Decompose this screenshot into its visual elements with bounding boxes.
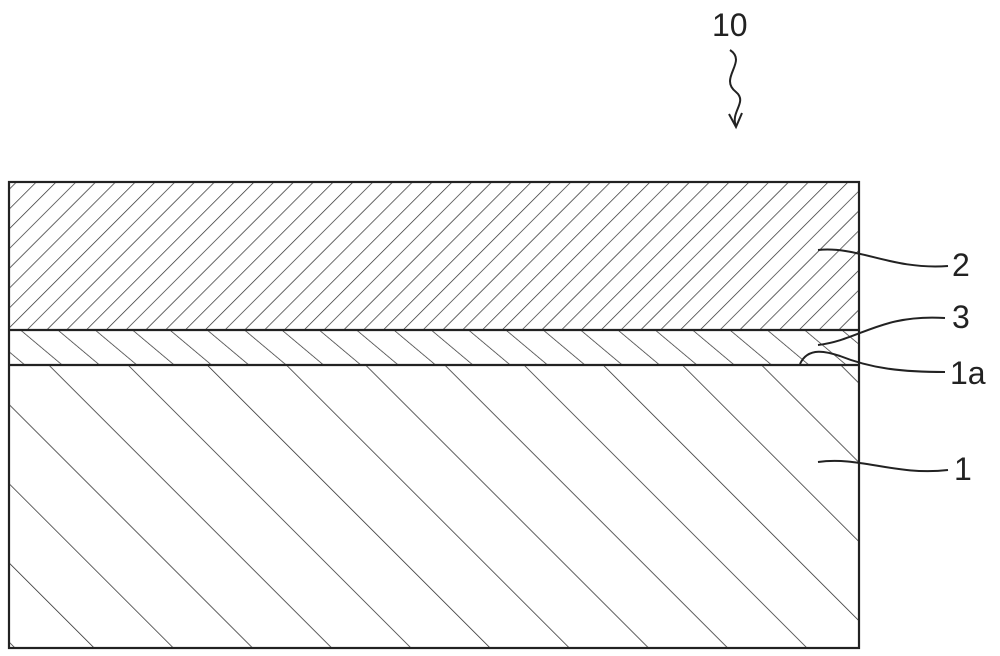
label-layer-bottom: 1: [954, 451, 972, 487]
leader-layer-middle: [817, 316, 946, 346]
label-surface: 1a: [950, 355, 986, 391]
layer-top: [9, 182, 859, 330]
layer-middle: [9, 330, 859, 365]
label-layer-middle: 3: [952, 299, 970, 335]
leader-layer-top: [817, 248, 949, 268]
structure-outline: [7, 180, 861, 650]
label-layer-top: 2: [952, 247, 970, 283]
leader-layer-bottom: [817, 459, 949, 473]
assembly-ref-label: 10: [712, 7, 748, 43]
assembly-arrow: [729, 49, 742, 127]
layer-bottom: [9, 365, 859, 648]
assembly-arrowhead: [728, 112, 743, 130]
leader-surface: [799, 350, 946, 373]
